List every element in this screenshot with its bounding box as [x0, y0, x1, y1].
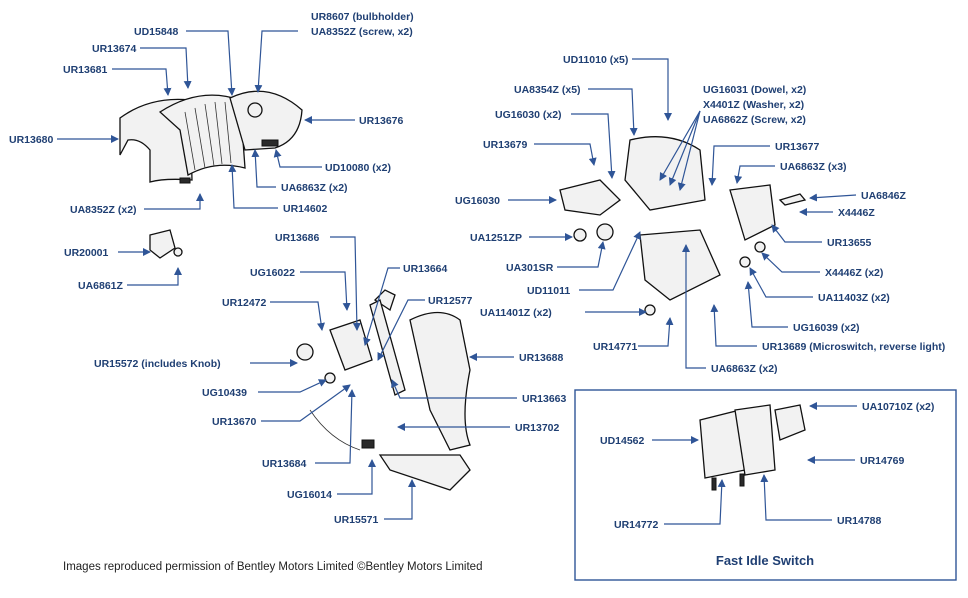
label-ug16039: UG16039 (x2) [793, 322, 860, 334]
label-ur12577: UR12577 [428, 295, 473, 307]
label-ur14788: UR14788 [837, 515, 882, 527]
label-ur12472: UR12472 [222, 297, 267, 309]
label-ur14769: UR14769 [860, 455, 905, 467]
label-ur13686: UR13686 [275, 232, 320, 244]
fast-idle-switch-drawing [699, 404, 806, 491]
label-ud10080: UD10080 (x2) [325, 162, 391, 174]
label-ur14772: UR14772 [614, 519, 659, 531]
label-ur15572: UR15572 (includes Knob) [94, 358, 221, 370]
label-x4446z: X4446Z [838, 207, 875, 219]
label-ua11401z: UA11401Z (x2) [480, 307, 552, 319]
label-ud15848: UD15848 [134, 26, 179, 38]
label-ud14562: UD14562 [600, 435, 645, 447]
label-x4401z: X4401Z (Washer, x2) [703, 99, 804, 111]
label-ua10710z: UA10710Z (x2) [862, 401, 934, 413]
label-ur13655: UR13655 [827, 237, 872, 249]
label-ud11010: UD11010 (x5) [563, 54, 628, 66]
label-x4446z-x2: X4446Z (x2) [825, 267, 883, 279]
label-ur13689: UR13689 (Microswitch, reverse light) [762, 341, 945, 353]
label-ua6862z: UA6862Z (Screw, x2) [703, 114, 806, 126]
leader-lines [57, 30, 857, 525]
fast-idle-switch-title: Fast Idle Switch [716, 553, 814, 568]
label-ua11403z: UA11403Z (x2) [818, 292, 890, 304]
label-ug16022: UG16022 [250, 267, 295, 279]
label-ur13680: UR13680 [9, 134, 54, 146]
label-ur13676: UR13676 [359, 115, 404, 127]
small-bracket-ur20001 [149, 229, 183, 259]
copyright-credit: Images reproduced permission of Bentley … [63, 561, 482, 573]
label-ur13664: UR13664 [403, 263, 448, 275]
label-ur13688: UR13688 [519, 352, 564, 364]
label-ur13681: UR13681 [63, 64, 108, 76]
label-ug16014: UG16014 [287, 489, 332, 501]
label-ur13663: UR13663 [522, 393, 567, 405]
label-ua6863z-x3: UA6863Z (x3) [780, 161, 847, 173]
label-ua301sr: UA301SR [506, 262, 554, 274]
label-ur14602: UR14602 [283, 203, 328, 215]
label-ua6863z-b: UA6863Z (x2) [711, 363, 778, 375]
label-ur15571: UR15571 [334, 514, 379, 526]
label-ur20001: UR20001 [64, 247, 109, 259]
label-ur13670: UR13670 [212, 416, 257, 428]
label-ur13702: UR13702 [515, 422, 560, 434]
label-ua1251zp: UA1251ZP [470, 232, 522, 244]
label-ua6861z: UA6861Z [78, 280, 124, 292]
label-ua8352z-x2: UA8352Z (x2) [70, 204, 137, 216]
label-ud11011: UD11011 [527, 285, 570, 297]
label-ua6846z: UA6846Z [861, 190, 907, 202]
label-ur13679: UR13679 [483, 139, 528, 151]
label-ur13677: UR13677 [775, 141, 820, 153]
label-ua6863z-x2: UA6863Z (x2) [281, 182, 348, 194]
label-ur13684: UR13684 [262, 458, 307, 470]
label-ug16030-x2: UG16030 (x2) [495, 109, 562, 121]
label-ug16030: UG16030 [455, 195, 500, 207]
label-ur8607: UR8607 (bulbholder) [311, 11, 414, 23]
label-ug10439: UG10439 [202, 387, 247, 399]
part-labels: UD15848 UR8607 (bulbholder) UA8352Z (scr… [9, 11, 945, 531]
gear-selector-assembly [296, 289, 471, 491]
label-ua8352z-screw: UA8352Z (screw, x2) [311, 26, 413, 38]
label-ur13674: UR13674 [92, 43, 137, 55]
fast-idle-switch-inset [574, 389, 957, 581]
label-ur14771: UR14771 [593, 341, 638, 353]
lever-mechanism-assembly [559, 136, 807, 316]
lamp-housing-assembly [119, 90, 303, 184]
label-ug16031: UG16031 (Dowel, x2) [703, 84, 806, 96]
label-ua8354z: UA8354Z (x5) [514, 84, 581, 96]
